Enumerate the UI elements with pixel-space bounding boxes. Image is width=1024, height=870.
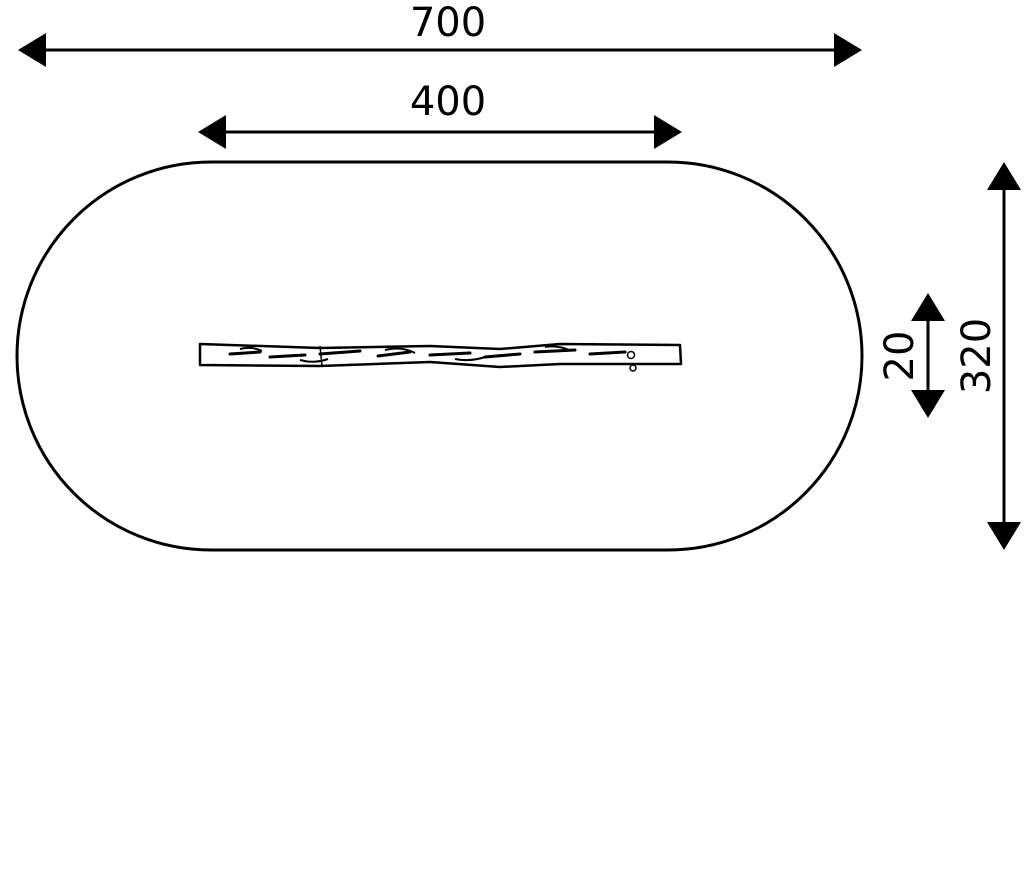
dimension-overall-width: 320 xyxy=(954,162,1021,550)
arrowhead-top xyxy=(987,162,1021,190)
beam-bolt-foot xyxy=(629,364,637,372)
balance-beam xyxy=(198,342,683,372)
dimension-beam-length: 400 xyxy=(198,79,682,149)
arrowhead-right xyxy=(834,33,862,67)
safety-area-outline xyxy=(15,160,864,552)
overall-width-label: 320 xyxy=(954,318,1000,394)
beam-grain xyxy=(228,348,627,359)
arrowhead-bottom xyxy=(987,522,1021,550)
beam-thickness-label: 20 xyxy=(877,331,923,382)
beam-length-label: 400 xyxy=(410,79,486,125)
arrowhead-left xyxy=(198,115,226,149)
beam-knots xyxy=(239,345,570,363)
arrowhead-bottom xyxy=(911,390,945,418)
arrowhead-right xyxy=(654,115,682,149)
dimension-overall-length: 700 xyxy=(18,0,862,67)
beam-bolt xyxy=(626,350,636,360)
overall-length-label: 700 xyxy=(410,0,486,46)
dimension-beam-thickness: 20 xyxy=(877,293,945,418)
arrowhead-top xyxy=(911,293,945,321)
arrowhead-left xyxy=(18,33,46,67)
beam-crack xyxy=(319,345,323,367)
